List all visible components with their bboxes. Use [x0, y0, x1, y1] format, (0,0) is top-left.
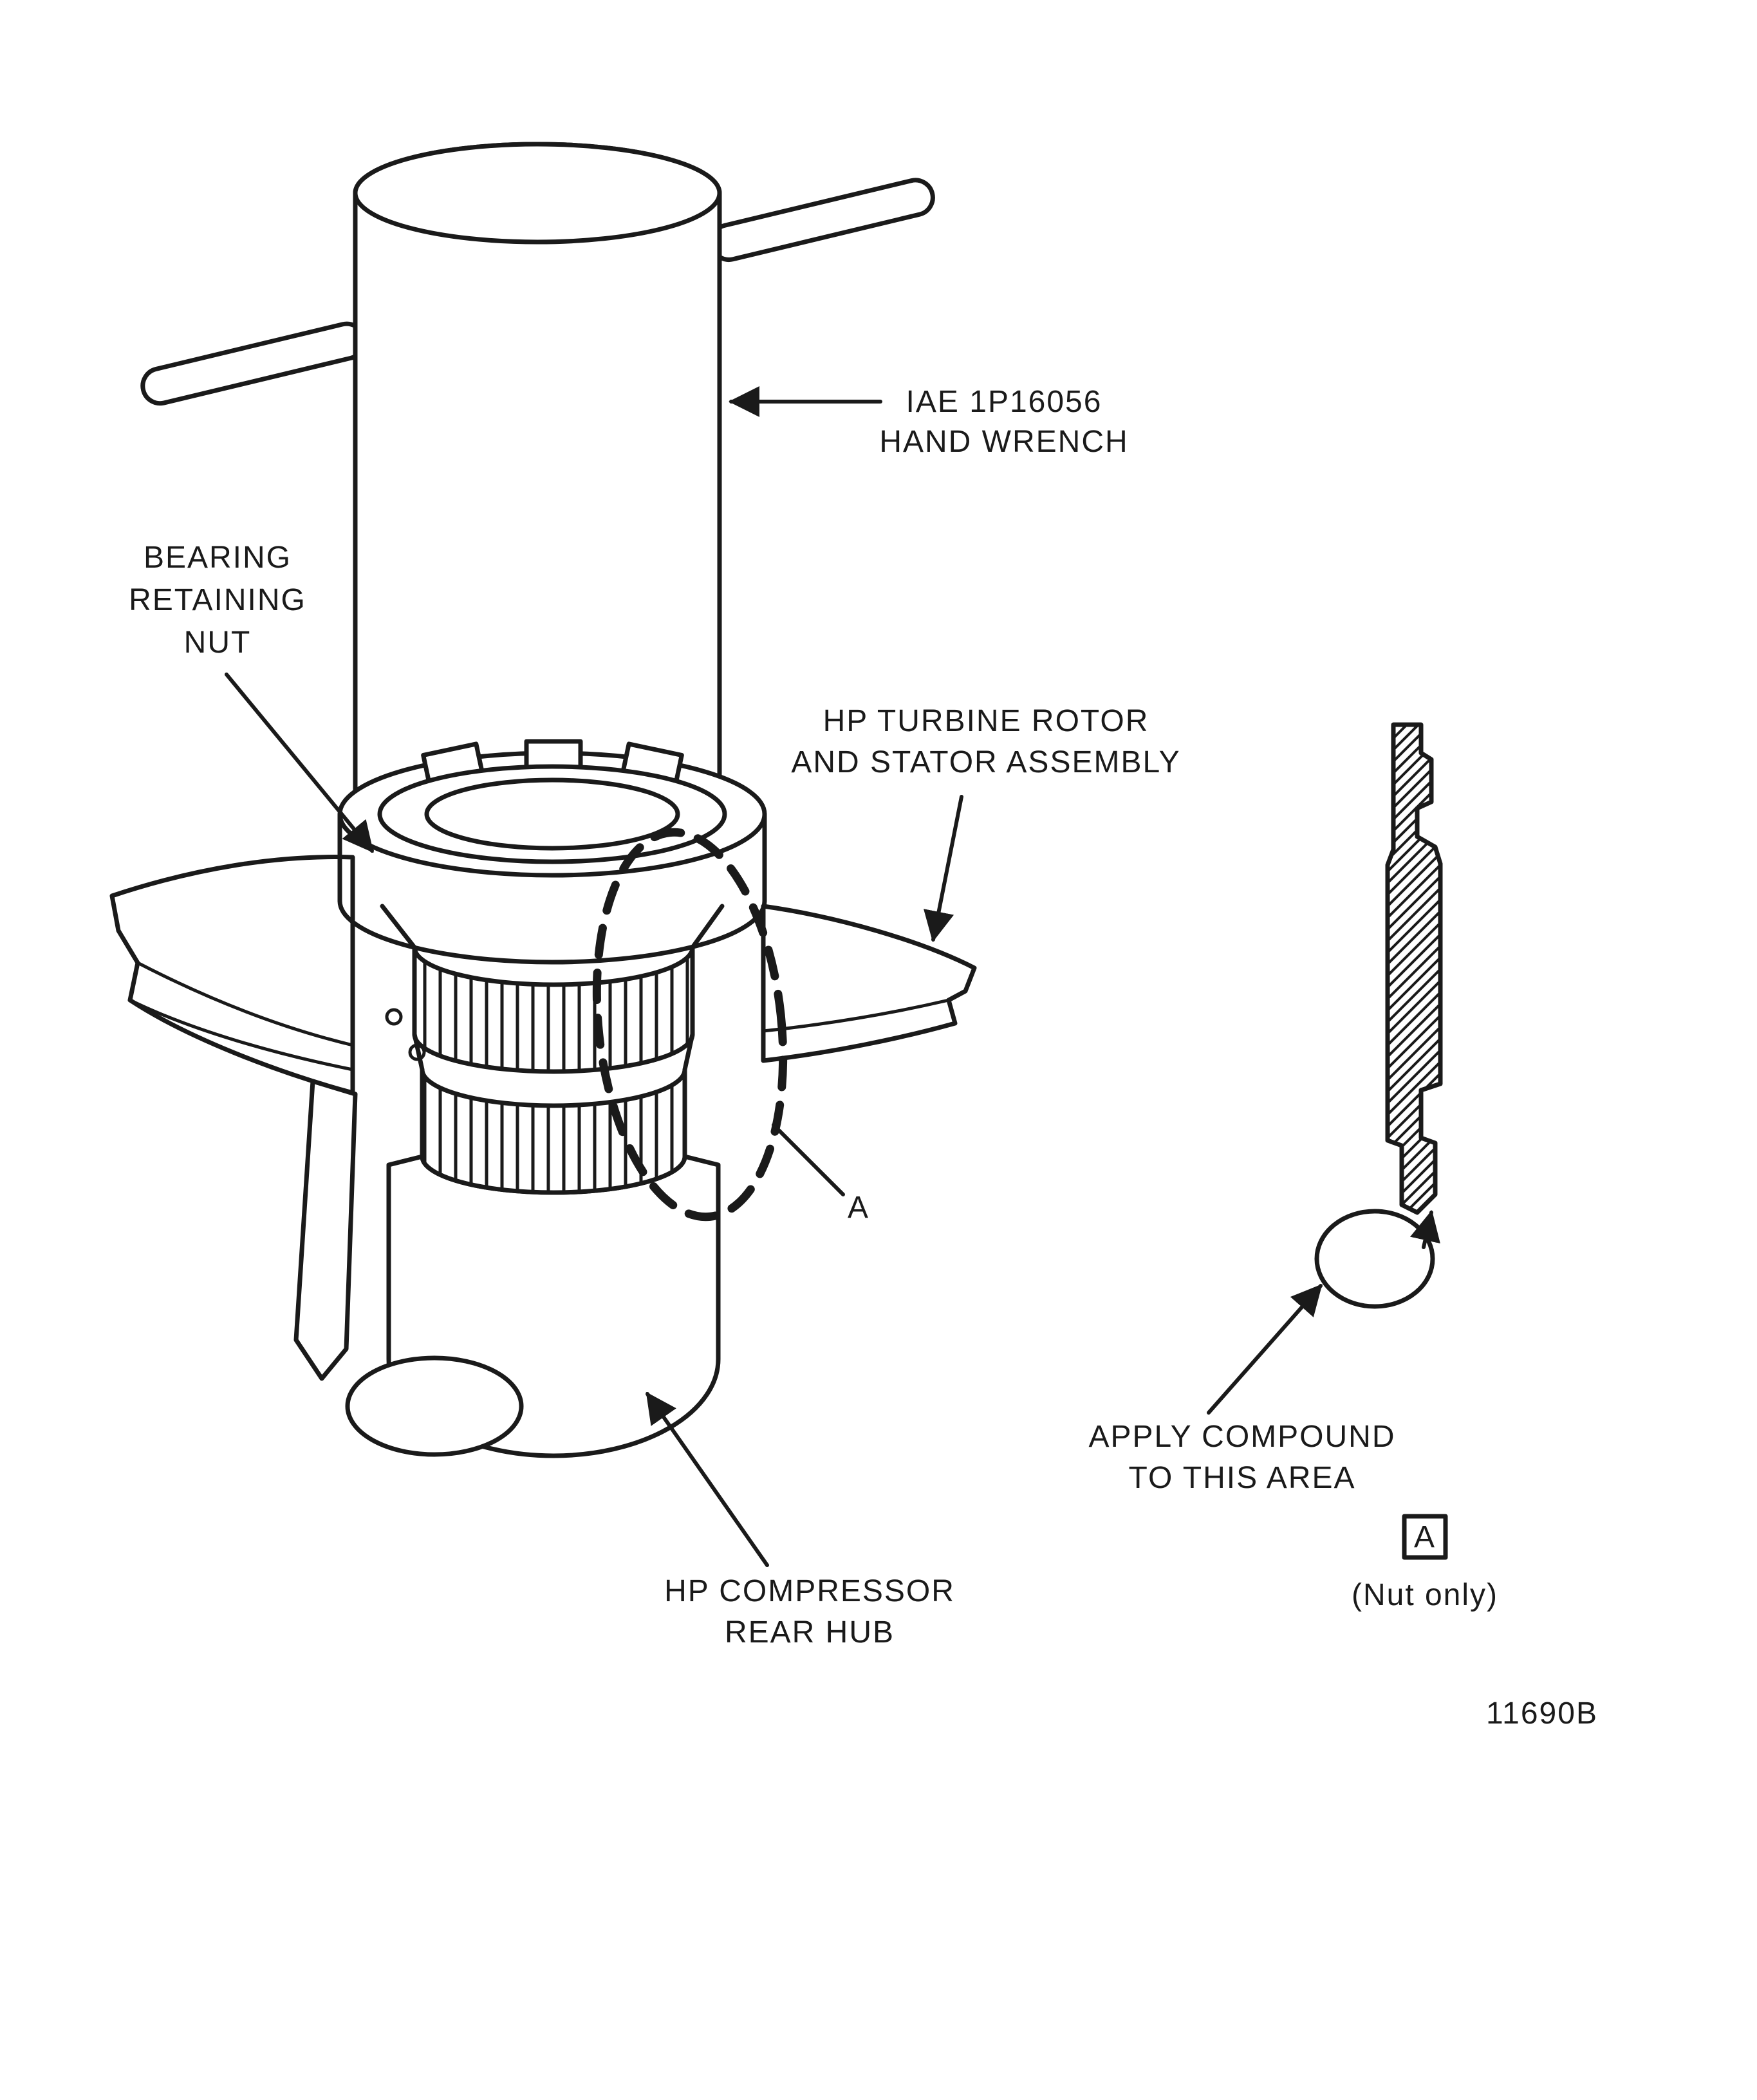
splined-shaft [380, 904, 725, 1195]
collar-step-left [380, 904, 417, 950]
spline-side-left [412, 1032, 425, 1072]
apply-compound-arrow [1207, 1284, 1323, 1415]
nut-bottom-arc [337, 898, 767, 965]
nut-cross-section [1314, 722, 1443, 1309]
detail-a-callout [592, 828, 845, 1222]
apply-compound-label-line2: TO THIS AREA [1129, 1461, 1356, 1495]
turbine-label-line1: HP TURBINE ROTOR [823, 704, 1149, 738]
turbine-rotor-wings [109, 855, 977, 1381]
detail-a-marker-label: A [848, 1191, 869, 1225]
bearing-nut-label-line1: BEARING [144, 541, 292, 575]
text-labels: IAE 1P16056 HAND WRENCH BEARING RETAININ… [129, 385, 1598, 1731]
turbine-label-line2: AND STATOR ASSEMBLY [791, 745, 1180, 779]
nut-bore [424, 777, 680, 851]
detail-a-box [1402, 1514, 1448, 1560]
turbine-rotor-arrow [924, 795, 963, 942]
wrench-top-rim [353, 142, 722, 245]
bearing-nut-label-line3: NUT [184, 626, 252, 660]
compressor-label-line1: HP COMPRESSOR [664, 1574, 955, 1608]
compressor-hub-arrow [646, 1391, 769, 1567]
right-wing [761, 904, 977, 1063]
figure-number: 11690B [1486, 1696, 1598, 1731]
bearing-retaining-nut-drawing [337, 739, 767, 1061]
compressor-label-line2: REAR HUB [725, 1615, 895, 1649]
collar-step-right [690, 904, 725, 950]
leader-lines [225, 386, 1323, 1567]
nut-lug-2 [408, 1043, 426, 1061]
detail-a-box-label: A [1414, 1520, 1436, 1554]
spline-side-right [682, 1032, 695, 1072]
spline-band-lower [420, 1067, 687, 1195]
cross-section-profile [1385, 722, 1443, 1215]
left-wing-rib-1 [136, 961, 355, 1047]
apply-compound-label-line1: APPLY COMPOUND [1089, 1420, 1396, 1454]
hand-wrench-label-line2: HAND WRENCH [879, 425, 1128, 459]
detail-a-dashed-ellipse [592, 828, 788, 1222]
left-wing-rib-2 [128, 998, 355, 1072]
hand-wrench-label-line1: IAE 1P16056 [906, 385, 1102, 419]
hub-opening [345, 1355, 524, 1457]
bearing-nut-label-line2: RETAINING [129, 583, 306, 617]
bearing-nut-arrow [225, 673, 374, 853]
hand-wrench-drawing [140, 142, 935, 815]
compound-balloon [1314, 1209, 1435, 1309]
detail-a-leader-line [772, 1123, 845, 1196]
compound-balloon-arrow [1410, 1210, 1440, 1249]
nut-lug-1 [385, 1008, 403, 1026]
wrench-barrel [353, 142, 722, 815]
nut-only-label: (Nut only) [1352, 1578, 1498, 1612]
right-wing-rib [761, 998, 951, 1033]
